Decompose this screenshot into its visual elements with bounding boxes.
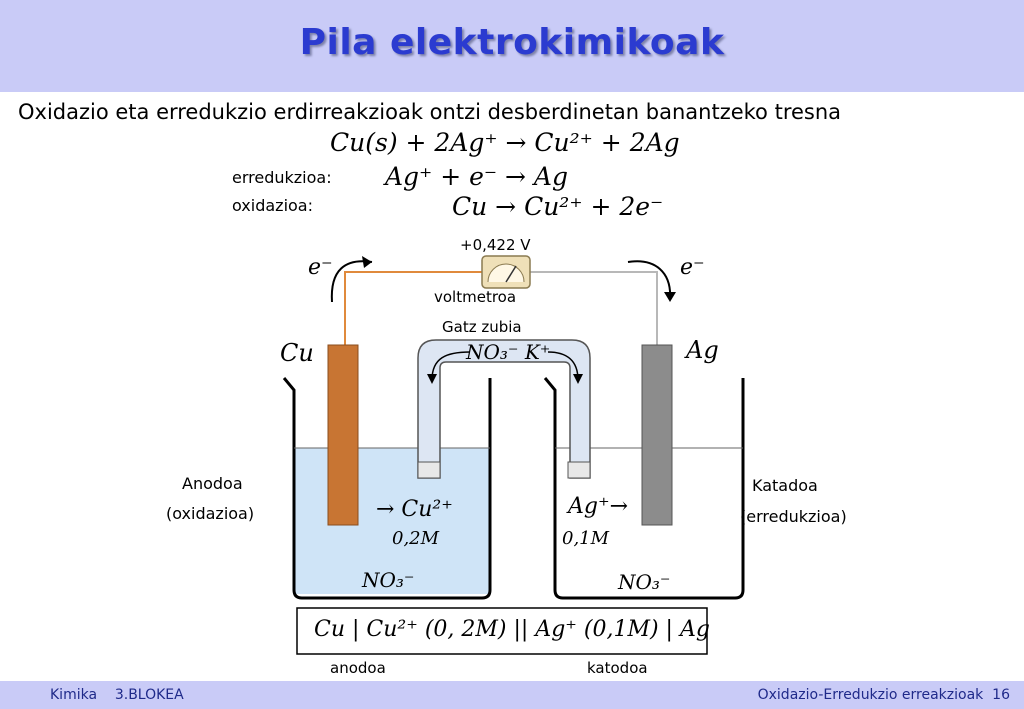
reduction-equation: Ag⁺ + e⁻ → Ag — [385, 162, 568, 191]
silver-electrode — [641, 344, 673, 526]
electron-arrow-right — [627, 260, 672, 301]
oxidation-equation: Cu → Cu²⁺ + 2e⁻ — [452, 192, 664, 221]
cell-notation-box — [296, 607, 708, 655]
electron-right-label: e⁻ — [680, 255, 705, 280]
left-concentration: 0,2M — [392, 528, 440, 549]
right-anion-label: NO₃⁻ — [618, 570, 671, 594]
electron-arrow-left — [330, 260, 373, 303]
voltage-reading: +0,422 V — [460, 236, 531, 254]
left-beaker — [282, 377, 492, 600]
copper-electrode — [327, 344, 359, 526]
right-ion-label: Ag⁺→ — [568, 494, 629, 519]
cathode-bottom-label: katodoa — [587, 659, 648, 677]
voltmeter-label: voltmetroa — [434, 288, 517, 306]
right-concentration: 0,1M — [562, 528, 610, 549]
oxidation-label: oxidazioa: — [232, 196, 313, 215]
cathode-sub-label: (erredukzioa) — [740, 507, 847, 526]
voltmeter-icon — [481, 255, 531, 289]
overall-equation: Cu(s) + 2Ag⁺ → Cu²⁺ + 2Ag — [330, 128, 680, 157]
cell-notation: Cu | Cu²⁺ (0, 2M) || Ag⁺ (0,1M) | Ag — [314, 617, 710, 642]
left-ion-label: → Cu²⁺ — [376, 497, 453, 522]
salt-bridge-ions: NO₃⁻ K⁺ — [466, 340, 551, 364]
salt-bridge — [417, 339, 591, 479]
anode-sub-label: (oxidazioa) — [166, 504, 255, 523]
subtitle: Oxidazio eta erredukzio erdirreakzioak o… — [18, 100, 842, 124]
footer-right: Oxidazio-Erredukzio erreakzioak 16 — [757, 687, 1010, 703]
header-bar — [0, 0, 1024, 92]
footer-bar: Kimika 3.BLOKEA Oxidazio-Erredukzio erre… — [0, 681, 1024, 709]
wire-right — [530, 271, 658, 345]
salt-bridge-label: Gatz zubia — [442, 318, 522, 336]
wire-left — [344, 271, 482, 345]
page-title: Pila elektrokimikoak — [299, 22, 725, 63]
anode-label: Anodoa — [182, 474, 243, 493]
left-anion-label: NO₃⁻ — [362, 568, 415, 592]
footer-left: Kimika 3.BLOKEA — [50, 687, 184, 703]
left-electrode-label: Cu — [280, 339, 314, 367]
electron-left-label: e⁻ — [308, 255, 333, 280]
right-electrode-label: Ag — [686, 336, 719, 364]
anode-bottom-label: anodoa — [330, 659, 386, 677]
reduction-label: erredukzioa: — [232, 168, 332, 187]
cathode-label: Katadoa — [752, 476, 818, 495]
